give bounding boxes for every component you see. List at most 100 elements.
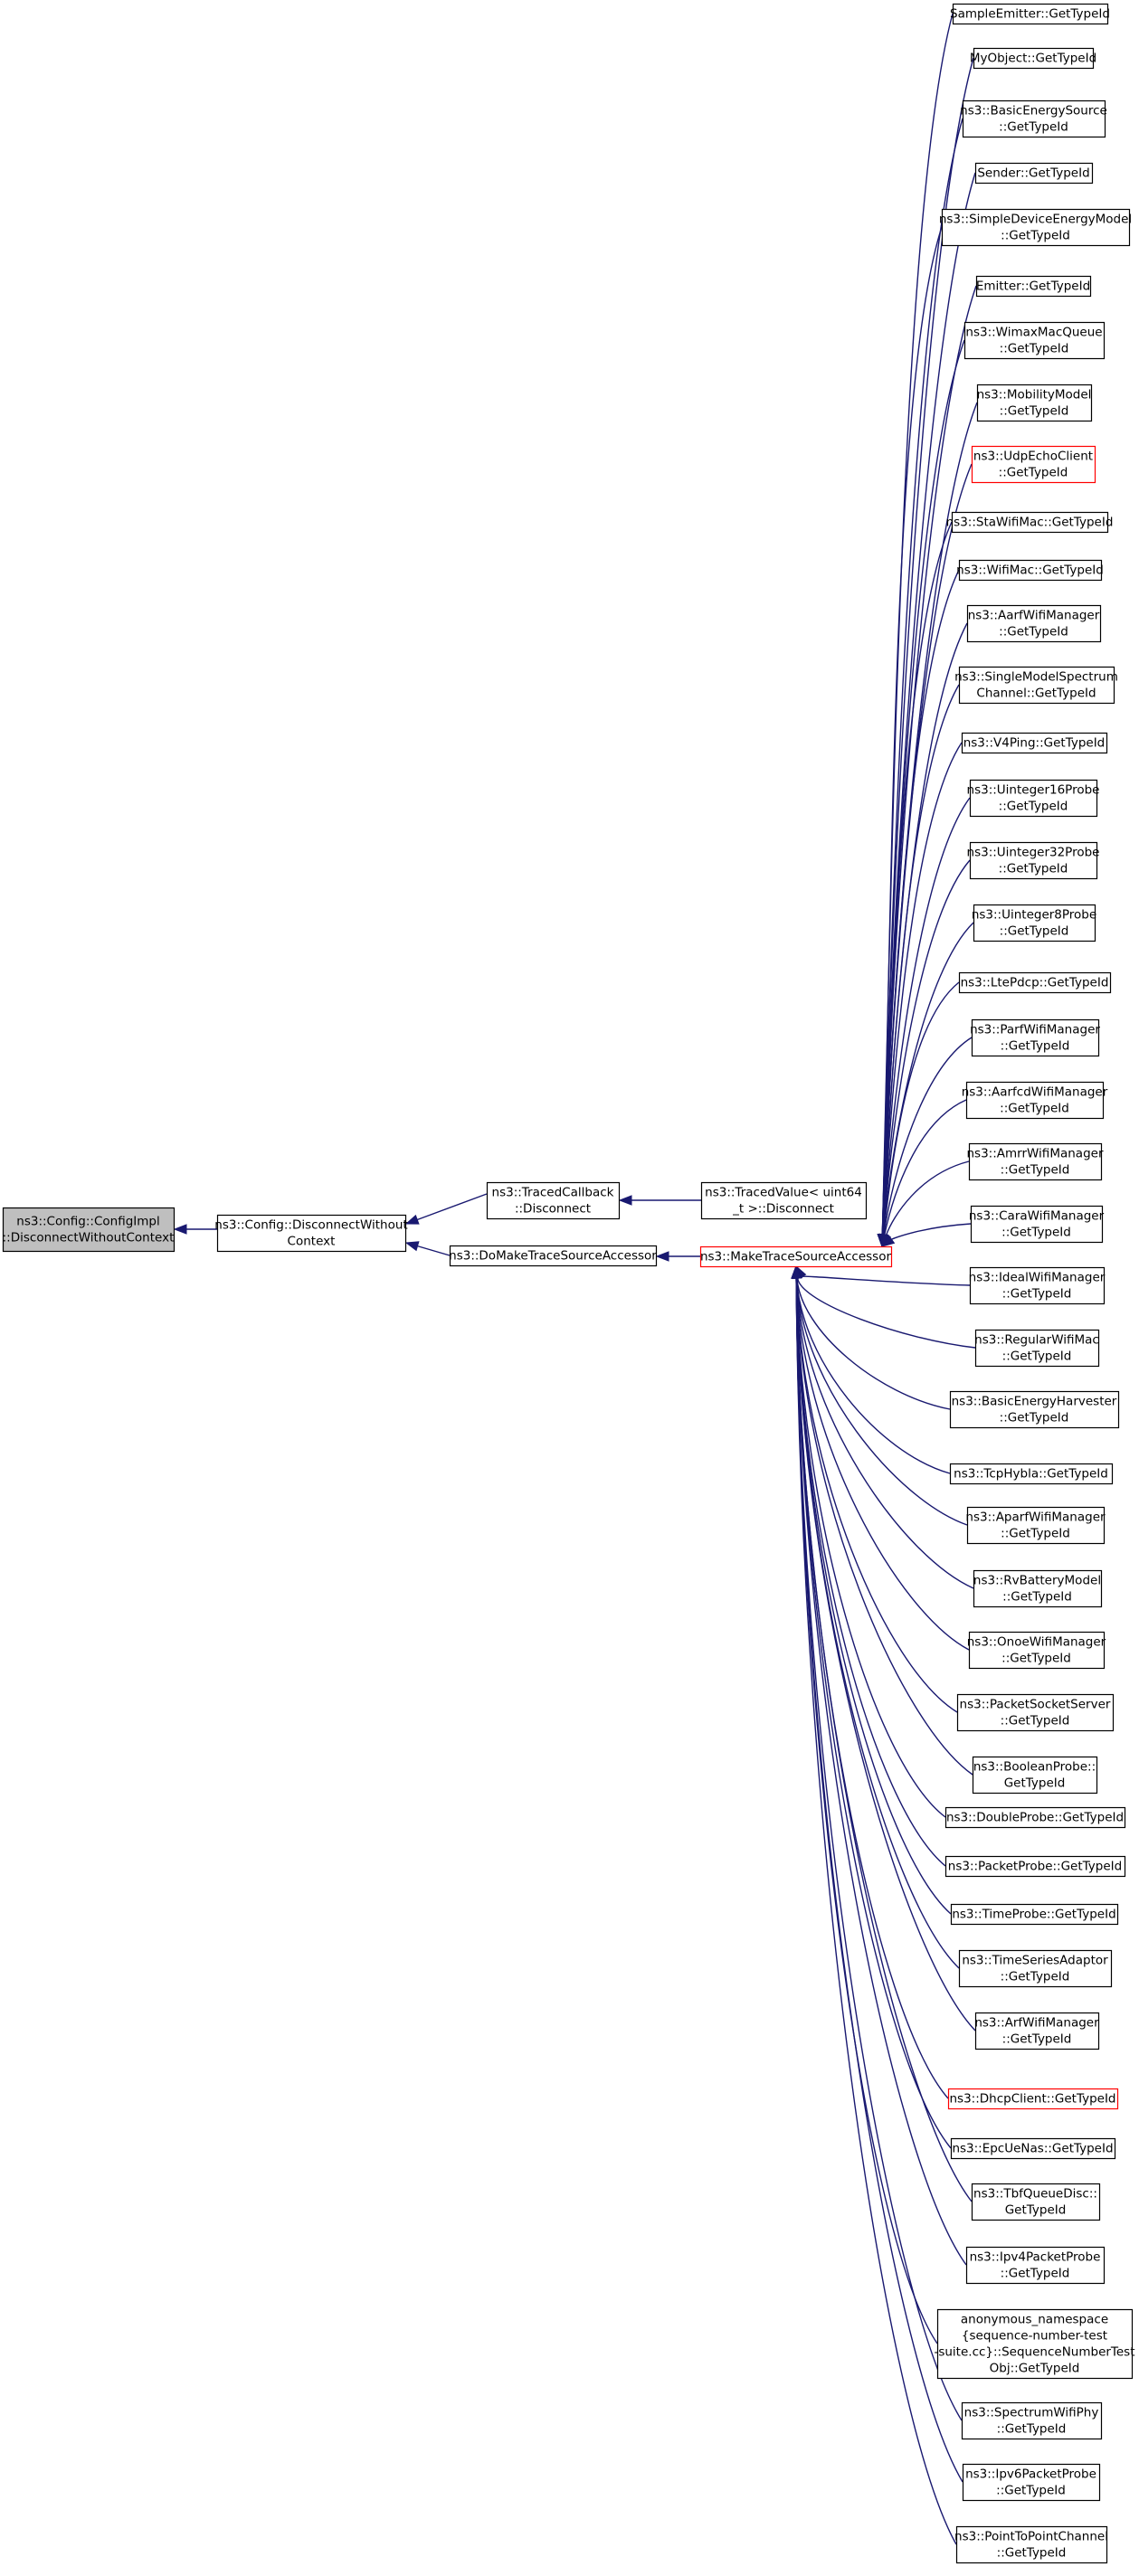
node-caller-get-type-id[interactable]: ns3::AmrrWifiManager::GetTypeId: [966, 1142, 1104, 1181]
edge-caller-to-make-trace-source-accessor: [795, 1277, 951, 1474]
node-label-line: ns3::SpectrumWifiPhy: [964, 2405, 1099, 2420]
node-caller-get-type-id[interactable]: ns3::OnoeWifiManager::GetTypeId: [967, 1631, 1106, 1670]
node-caller-get-type-id[interactable]: ns3::RvBatteryModel::GetTypeId: [973, 1569, 1103, 1608]
node-label-line: ns3::WifiMac::GetTypeId: [956, 563, 1104, 577]
node-caller-get-type-id[interactable]: anonymous_namespace {sequence-number-test…: [934, 2308, 1135, 2380]
node-label-line: ::GetTypeId: [999, 799, 1068, 813]
node-caller-get-type-id[interactable]: ns3::AarfcdWifiManager::GetTypeId: [962, 1081, 1108, 1120]
node-label-line: ns3::RvBatteryModel: [973, 1573, 1101, 1587]
node-caller-get-type-id[interactable]: ns3::ArfWifiManager::GetTypeId: [974, 2012, 1100, 2050]
node-box: [958, 1949, 1113, 1988]
node-caller-get-type-id[interactable]: ns3::StaWifiMac::GetTypeId: [946, 511, 1114, 534]
node-caller-get-type-id[interactable]: ns3::EpcUeNas::GetTypeId: [950, 2137, 1116, 2160]
node-label-line: ns3::PacketSocketServer: [960, 1697, 1111, 1711]
edge-arrowhead: [404, 1241, 420, 1252]
node-label-line: ns3::RegularWifiMac: [974, 1332, 1099, 1347]
node-label-line: ns3::Ipv4PacketProbe: [970, 2249, 1101, 2264]
node-caller-get-type-id[interactable]: ns3::WifiMac::GetTypeId: [956, 559, 1104, 582]
node-caller-get-type-id[interactable]: ns3::Ipv6PacketProbe::GetTypeId: [962, 2463, 1101, 2502]
node-config-impl-disconnect-without-context[interactable]: ns3::Config::ConfigImpl::DisconnectWitho…: [3, 1207, 176, 1253]
node-box: [216, 1214, 407, 1253]
node-caller-get-type-id[interactable]: ns3::DhcpClient::GetTypeId: [947, 2088, 1119, 2110]
node-caller-get-type-id[interactable]: ns3::TcpHybla::GetTypeId: [949, 1463, 1114, 1485]
node-caller-get-type-id[interactable]: SampleEmitter::GetTypeId: [950, 3, 1110, 25]
node-label-line: SampleEmitter::GetTypeId: [950, 6, 1110, 21]
node-label-line: ns3::MobilityModel: [977, 387, 1092, 402]
edge-arrowhead: [404, 1214, 420, 1225]
node-caller-get-type-id[interactable]: ns3::SpectrumWifiPhy::GetTypeId: [961, 2401, 1103, 2440]
node-caller-get-type-id[interactable]: ns3::AarfWifiManager::GetTypeId: [966, 604, 1102, 643]
node-box: [966, 604, 1102, 643]
node-caller-get-type-id[interactable]: MyObject::GetTypeId: [970, 47, 1096, 70]
node-caller-get-type-id[interactable]: ns3::TimeProbe::GetTypeId: [950, 1903, 1119, 1926]
node-traced-callback-disconnect[interactable]: ns3::TracedCallback::Disconnect: [486, 1181, 621, 1220]
edge-caller-to-make-trace-source-accessor: [884, 1099, 967, 1236]
node-box: [965, 2246, 1106, 2285]
node-caller-get-type-id[interactable]: ns3::PacketSocketServer::GetTypeId: [956, 1693, 1115, 1732]
node-caller-get-type-id[interactable]: ns3::PacketProbe::GetTypeId: [944, 1855, 1126, 1878]
node-box: [973, 1569, 1103, 1608]
node-caller-get-type-id[interactable]: ns3::ParfWifiManager::GetTypeId: [970, 1018, 1100, 1057]
node-caller-get-type-id[interactable]: Emitter::GetTypeId: [976, 275, 1092, 298]
edge-caller-to-make-trace-source-accessor: [795, 1277, 963, 2483]
node-do-make-trace-source-accessor[interactable]: ns3::DoMakeTraceSourceAccessor: [449, 1245, 657, 1267]
node-label-line: Context: [288, 1234, 336, 1248]
node-config-disconnect-without-context[interactable]: ns3::Config::DisconnectWithoutContext: [214, 1214, 408, 1253]
node-box: [956, 1693, 1115, 1732]
edge-caller-to-make-trace-source-accessor: [795, 1277, 976, 2031]
node-caller-get-type-id[interactable]: Sender::GetTypeId: [974, 162, 1094, 185]
node-caller-get-type-id[interactable]: ns3::MobilityModel::GetTypeId: [977, 384, 1093, 422]
node-caller-get-type-id[interactable]: ns3::BasicEnergyHarvester::GetTypeId: [949, 1390, 1120, 1429]
node-caller-get-type-id[interactable]: ns3::DoubleProbe::GetTypeId: [944, 1806, 1126, 1829]
edge-caller-to-make-trace-source-accessor: [795, 1277, 946, 1818]
node-box: [958, 559, 1103, 582]
edge-caller-to-make-trace-source-accessor: [795, 1277, 957, 2545]
node-box: [962, 2463, 1101, 2502]
node-label-line: ::GetTypeId: [997, 2421, 1067, 2436]
node-label-line: ns3::DhcpClient::GetTypeId: [949, 2091, 1115, 2106]
edge-caller-to-make-trace-source-accessor: [882, 797, 971, 1236]
node-box: [941, 208, 1131, 247]
node-box: [944, 1855, 1126, 1878]
node-caller-get-type-id[interactable]: ns3::SimpleDeviceEnergyModel::GetTypeId: [939, 208, 1132, 247]
node-label-line: _t >::Disconnect: [732, 1201, 834, 1216]
node-label-line: ::GetTypeId: [999, 861, 1068, 876]
node-label-line: ::GetTypeId: [997, 2545, 1067, 2560]
node-caller-get-type-id[interactable]: ns3::SingleModelSpectrumChannel::GetType…: [954, 666, 1118, 705]
node-label-line: anonymous_namespace: [961, 2312, 1108, 2326]
node-box: [699, 1245, 893, 1268]
node-label-line: ::GetTypeId: [996, 2483, 1066, 2497]
node-caller-get-type-id[interactable]: ns3::CaraWifiManager::GetTypeId: [969, 1205, 1105, 1244]
node-label-line: ns3::ArfWifiManager: [974, 2015, 1099, 2030]
node-caller-get-type-id[interactable]: ns3::BasicEnergySource::GetTypeId: [960, 99, 1107, 138]
node-label-line: MyObject::GetTypeId: [970, 51, 1096, 65]
node-label-line: ns3::BasicEnergySource: [960, 103, 1107, 118]
node-caller-get-type-id[interactable]: ns3::Uinteger16Probe::GetTypeId: [967, 779, 1100, 818]
edge-caller-to-make-trace-source-accessor: [883, 1037, 973, 1236]
node-label-line: ns3::DoMakeTraceSourceAccessor: [449, 1248, 657, 1263]
node-caller-get-type-id[interactable]: ns3::RegularWifiMac::GetTypeId: [974, 1329, 1100, 1368]
node-caller-get-type-id[interactable]: ns3::TimeSeriesAdaptor::GetTypeId: [958, 1949, 1113, 1988]
node-caller-get-type-id[interactable]: ns3::Uinteger32Probe::GetTypeId: [967, 841, 1100, 880]
node-caller-get-type-id[interactable]: ns3::TbfQueueDisc::GetTypeId: [971, 2183, 1101, 2221]
node-label-line: ns3::Uinteger16Probe: [967, 782, 1100, 797]
node-label-line: {sequence-number-test: [962, 2328, 1107, 2343]
node-caller-get-type-id[interactable]: ns3::IdealWifiManager::GetTypeId: [969, 1266, 1106, 1305]
node-box: [936, 2308, 1134, 2380]
node-caller-get-type-id[interactable]: ns3::AparfWifiManager::GetTypeId: [965, 1506, 1106, 1545]
node-caller-get-type-id[interactable]: ns3::Ipv4PacketProbe::GetTypeId: [965, 2246, 1106, 2285]
node-caller-get-type-id[interactable]: ns3::WimaxMacQueue::GetTypeId: [963, 321, 1106, 360]
node-caller-get-type-id[interactable]: ns3::PointToPointChannel::GetTypeId: [954, 2525, 1108, 2564]
node-caller-get-type-id[interactable]: ns3::LtePdcp::GetTypeId: [958, 971, 1112, 994]
node-caller-get-type-id[interactable]: ns3::BooleanProbe::GetTypeId: [972, 1756, 1098, 1795]
edge-domake-to-disconnect: [417, 1245, 451, 1256]
node-traced-value-disconnect[interactable]: ns3::TracedValue< uint64_t >::Disconnect: [700, 1181, 868, 1220]
edge-caller-to-make-trace-source-accessor: [795, 1277, 974, 1589]
node-caller-get-type-id[interactable]: ns3::V4Ping::GetTypeId: [961, 732, 1108, 754]
edge-caller-to-make-trace-source-accessor: [881, 521, 953, 1236]
node-caller-get-type-id[interactable]: ns3::Uinteger8Probe::GetTypeId: [972, 904, 1096, 942]
edge-arrowhead: [173, 1224, 187, 1235]
node-make-trace-source-accessor[interactable]: ns3::MakeTraceSourceAccessor: [699, 1245, 893, 1268]
node-caller-get-type-id[interactable]: ns3::UdpEchoClient::GetTypeId: [971, 445, 1096, 484]
node-label-line: ns3::Ipv6PacketProbe: [965, 2467, 1096, 2481]
